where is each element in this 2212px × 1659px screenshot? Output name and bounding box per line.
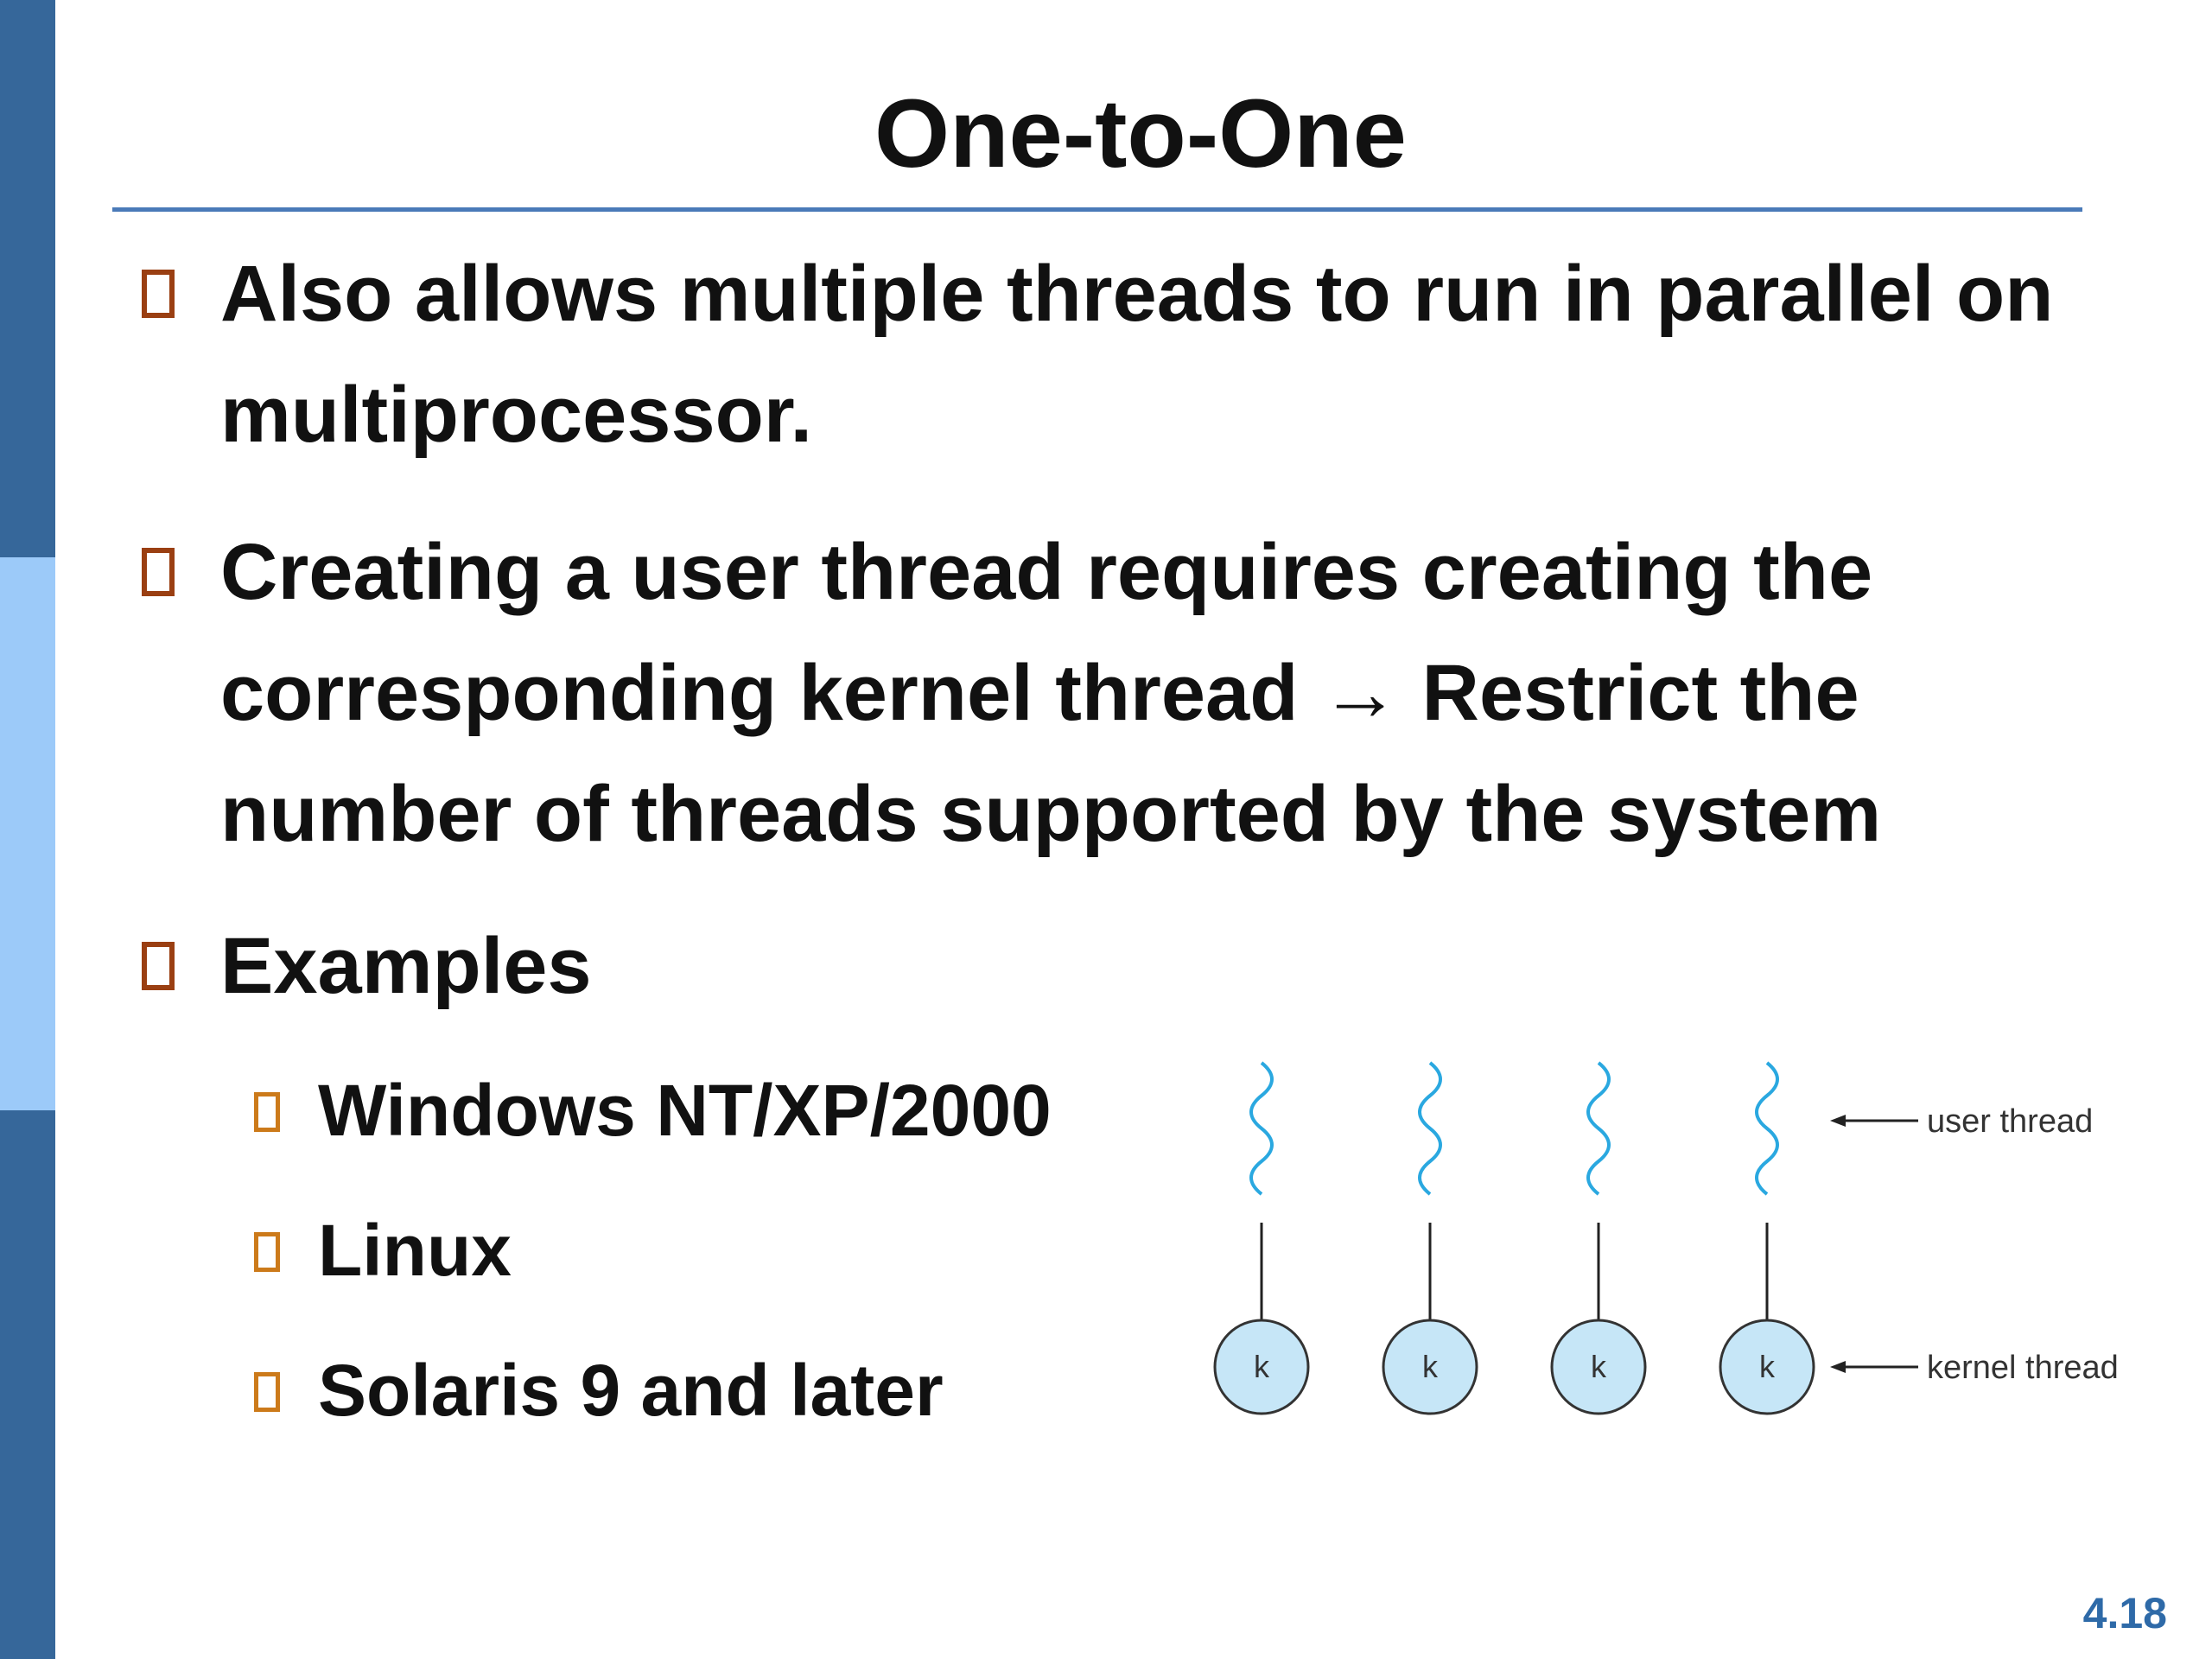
thread-pair: k [1213,1061,1310,1415]
kernel-node-label: k [1759,1349,1776,1384]
one-to-one-model-diagram: k k k k user thread kernel thread [1213,1061,2119,1415]
bullet-1: Also allows multiple threads to run in p… [138,233,2160,475]
slide-title: One-to-One [874,79,1407,188]
bullet-2: Creating a user thread requires creating… [138,512,2160,874]
kernel-thread-node [1550,1319,1647,1415]
sub-bullet-box-icon [254,1092,280,1132]
bullet-1-text: Also allows multiple threads to run in p… [220,250,2054,459]
sub-bullet-box-icon [254,1372,280,1412]
kernel-thread-label: kernel thread [1927,1350,2119,1386]
thread-pair: k [1719,1061,1815,1415]
sub-bullet-3-text: Solaris 9 and later [318,1350,944,1431]
kernel-thread-arrowhead-icon [1830,1361,1846,1373]
user-thread-wave-icon [1586,1061,1611,1196]
user-thread-wave-icon [1418,1061,1442,1196]
bullet-box-icon [142,548,175,596]
left-accent-bar [0,0,55,1659]
kernel-thread-node [1213,1319,1310,1415]
user-thread-wave-icon [1249,1061,1274,1196]
thread-pair: k [1550,1061,1647,1415]
left-accent-highlight [0,557,55,1110]
kernel-thread-node [1382,1319,1478,1415]
kernel-node-label: k [1254,1349,1270,1384]
bullet-3-text: Examples [220,922,592,1010]
user-thread-arrowhead-icon [1830,1115,1846,1127]
sub-bullet-box-icon [254,1232,280,1272]
bullet-2-text: Creating a user thread requires creating… [220,528,1882,858]
thread-pair: k [1382,1061,1478,1415]
page-number: 4.18 [2082,1589,2167,1637]
bullet-3: Examples [138,906,2160,1027]
sub-bullet-2-text: Linux [318,1210,512,1291]
sub-bullet-3: Solaris 9 and later [251,1343,1201,1438]
user-thread-wave-icon [1755,1061,1779,1196]
sub-bullet-1-text: Windows NT/XP/2000 [318,1070,1052,1151]
sub-bullet-2: Linux [251,1203,1201,1298]
sub-bullet-1: Windows NT/XP/2000 [251,1063,1201,1158]
user-thread-label: user thread [1927,1103,2093,1140]
kernel-node-label: k [1422,1349,1439,1384]
bullet-box-icon [142,942,175,990]
title-divider [112,207,2082,212]
kernel-node-label: k [1591,1349,1607,1384]
kernel-thread-node [1719,1319,1815,1415]
bullet-box-icon [142,270,175,318]
